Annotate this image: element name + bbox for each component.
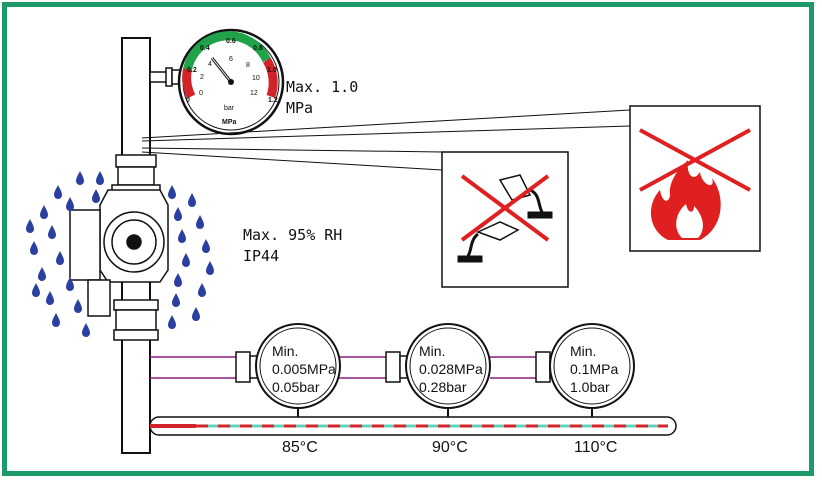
branch-pipes bbox=[150, 356, 536, 379]
leader-lines bbox=[141, 109, 631, 171]
ip-rating-label: IP44 bbox=[243, 247, 280, 265]
min-gauge-3-line2: 0.1MPa bbox=[570, 361, 619, 377]
gauge-bar-tick: 6 bbox=[229, 56, 233, 63]
gauge-bar-tick: 4 bbox=[208, 61, 212, 68]
min-gauge-1-line3: 0.05bar bbox=[272, 379, 320, 395]
max-pressure-line2: MPa bbox=[286, 99, 314, 117]
min-gauge-2-text: Min. 0.028MPa 0.28bar bbox=[419, 342, 483, 396]
min-gauge-2-line2: 0.028MPa bbox=[419, 361, 483, 377]
no-chemicals-warning bbox=[441, 151, 569, 288]
gauge-connector bbox=[149, 67, 181, 87]
gauge-mpa-tick: 0.4 bbox=[200, 45, 210, 52]
heating-pipe bbox=[149, 416, 677, 436]
gauge-mpa-tick: 0.2 bbox=[187, 67, 197, 74]
pressure-gauge bbox=[177, 28, 285, 136]
gauge-bar-scale: 0 2 4 6 8 10 12 bar MPa bbox=[199, 56, 260, 126]
gauge-mpa-tick: 1.0 bbox=[267, 67, 277, 74]
temp-label-90: 90°C bbox=[432, 439, 468, 456]
gauge-bar-tick: 10 bbox=[252, 75, 260, 82]
min-gauge-1-text: Min. 0.005MPa 0.05bar bbox=[272, 342, 336, 396]
max-humidity-label: Max. 95% RH bbox=[243, 226, 343, 244]
gauge-unit-bar: bar bbox=[224, 105, 235, 112]
min-gauge-circles bbox=[255, 323, 635, 418]
min-gauge-2-line3: 0.28bar bbox=[419, 379, 467, 395]
gauge-bar-tick: 0 bbox=[199, 90, 203, 97]
min-gauge-1-line1: Min. bbox=[272, 343, 299, 359]
gauge-bar-tick: 2 bbox=[200, 74, 204, 81]
temp-label-110: 110°C bbox=[574, 439, 618, 456]
gauge-bar-tick: 8 bbox=[246, 62, 250, 69]
min-gauge-2-line1: Min. bbox=[419, 343, 446, 359]
circulation-pump bbox=[69, 154, 169, 341]
temp-label-85: 85°C bbox=[282, 439, 318, 456]
gauge-mpa-tick: 1.2 bbox=[268, 97, 278, 104]
min-gauge-1-line2: 0.005MPa bbox=[272, 361, 336, 377]
min-gauge-3-line3: 1.0bar bbox=[570, 379, 610, 395]
gauge-unit-mpa: MPa bbox=[222, 119, 237, 126]
min-gauge-3-line1: Min. bbox=[570, 343, 597, 359]
no-fire-warning bbox=[629, 105, 761, 252]
min-gauge-3-text: Min. 0.1MPa 1.0bar bbox=[570, 342, 618, 396]
gauge-mpa-tick: 0.8 bbox=[253, 45, 263, 52]
gauge-mpa-scale: 0 0.2 0.4 0.6 0.8 1.0 1.2 bbox=[186, 38, 278, 104]
max-pressure-line1: Max. 1.0 bbox=[286, 78, 359, 96]
gauge-bar-tick: 12 bbox=[250, 90, 258, 97]
gauge-mpa-tick: 0 bbox=[186, 97, 190, 104]
gauge-mpa-tick: 0.6 bbox=[226, 38, 236, 45]
